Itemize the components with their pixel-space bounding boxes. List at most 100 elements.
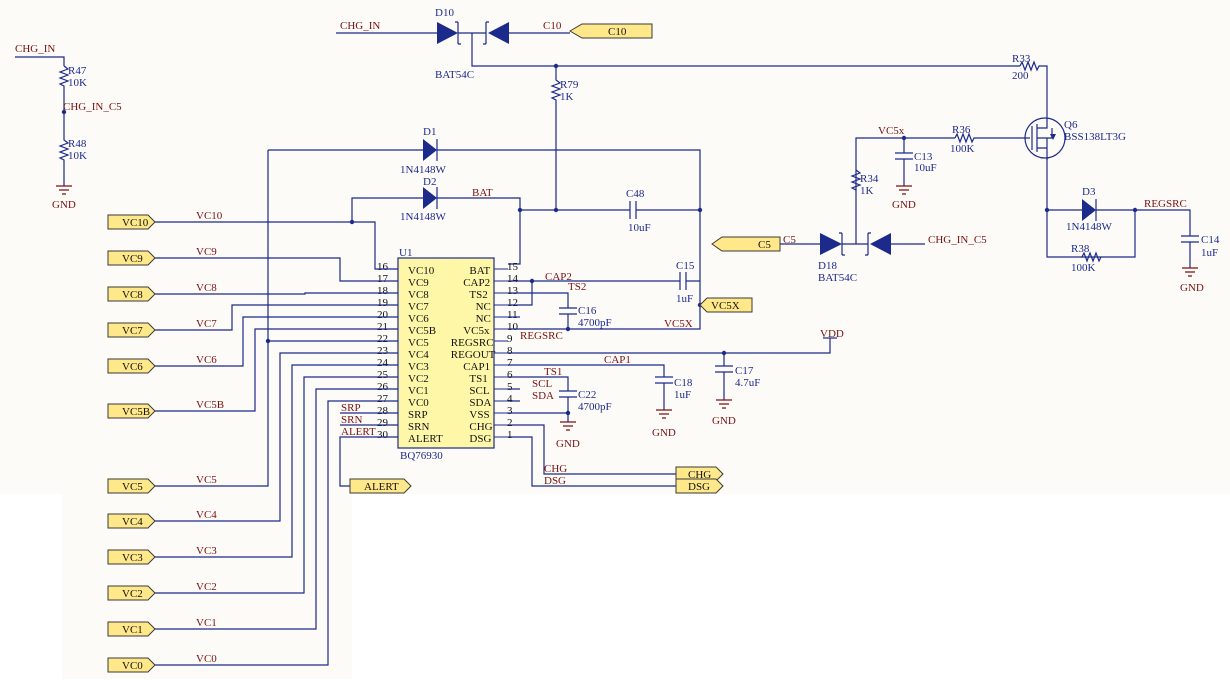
- ic-pin-name: ALERT: [408, 433, 443, 445]
- gnd-label-c17: GND: [712, 415, 736, 427]
- port-vc5[interactable]: VC5: [107, 478, 156, 494]
- ic-pin-name: CHG: [469, 421, 492, 433]
- c10-net-label: C10: [543, 20, 562, 32]
- gnd-symbol: [56, 185, 72, 195]
- ic-pin-number: 23: [377, 345, 389, 357]
- vc5b-net-label: VC5B: [196, 399, 224, 411]
- ic-pin-number: 24: [377, 357, 389, 369]
- c14-ref: C14: [1201, 234, 1220, 246]
- d3-ref: D3: [1082, 186, 1096, 198]
- ic-pin-name: TS2: [469, 289, 487, 301]
- chg-port[interactable]: CHG: [675, 466, 724, 482]
- vc10-net-label: VC10: [196, 210, 223, 222]
- chg-in-c5-net-label: CHG_IN_C5: [63, 101, 122, 113]
- scl-net-label: SCL: [532, 378, 552, 390]
- c5-port[interactable]: C5: [711, 236, 781, 252]
- bat-net-label: BAT: [472, 187, 493, 199]
- port-label: VC4: [122, 516, 143, 528]
- r79-resistor: R79 1K: [550, 63, 579, 210]
- ic-pin-number: 20: [377, 309, 389, 321]
- ic-pin-number: 28: [377, 405, 389, 417]
- ic-pin-name: VSS: [469, 409, 489, 421]
- ic-pin-number: 22: [377, 333, 388, 345]
- port-vc0[interactable]: VC0: [107, 657, 156, 673]
- c5-port-label: C5: [758, 239, 771, 251]
- ic-pin-number: 15: [507, 261, 519, 273]
- ic-pin-name: VC6: [408, 313, 429, 325]
- dsg-net-label: DSG: [544, 475, 566, 487]
- r38-ref: R38: [1071, 243, 1090, 255]
- ic-pin-name: SRN: [408, 421, 429, 433]
- vc5x-port[interactable]: VC5X: [699, 297, 753, 313]
- port-vc9[interactable]: VC9: [107, 250, 156, 266]
- c22-ref: C22: [578, 389, 596, 401]
- port-vc4[interactable]: VC4: [107, 513, 156, 529]
- ic-pin-number: 5: [507, 381, 513, 393]
- dsg-port[interactable]: DSG: [675, 478, 724, 494]
- q6-regsrc-circuit: VC5x C13 10uF GND R36 100K Q6 BSS138LT3G…: [780, 117, 1220, 294]
- cap1-net-label: CAP1: [604, 354, 631, 366]
- port-label: VC2: [122, 588, 143, 600]
- ic-pin-name: VC5B: [408, 325, 436, 337]
- r36-value: 100K: [950, 143, 975, 155]
- ic-pin-name: VC9: [408, 277, 429, 289]
- ic-pin-name: SRP: [408, 409, 428, 421]
- ic-pin-name: VC4: [408, 349, 429, 361]
- port-label: VC6: [122, 361, 143, 373]
- port-shape: [107, 549, 156, 565]
- c17-ref: C17: [735, 365, 754, 377]
- ic-pin-name: VC0: [408, 397, 429, 409]
- c16-value: 4700pF: [578, 317, 612, 329]
- ic-pin-name: SCL: [469, 385, 489, 397]
- port-vc5b[interactable]: VC5B: [107, 403, 156, 419]
- port-vc7[interactable]: VC7: [107, 322, 156, 338]
- chg-port-label: CHG: [688, 469, 711, 481]
- alert-port[interactable]: ALERT: [349, 478, 412, 494]
- port-vc8[interactable]: VC8: [107, 286, 156, 302]
- c10-port-label: C10: [608, 26, 627, 38]
- vc8-net-label: VC8: [196, 282, 217, 294]
- d10-diode-pair: CHG_IN D10 BAT54C C10 C10: [336, 7, 1020, 81]
- d3-part: 1N4148W: [1066, 221, 1112, 233]
- ic-right-pins: 15BAT14CAP213TS212NC11NC10VC5x9REGSRC8RE…: [451, 261, 519, 445]
- port-vc6[interactable]: VC6: [107, 358, 156, 374]
- port-shape: [107, 214, 156, 230]
- vc5-net-label: VC5: [196, 474, 217, 486]
- gnd-label-c13: GND: [892, 199, 916, 211]
- gnd-label-c14: GND: [1180, 282, 1204, 294]
- r48-value: 10K: [68, 150, 87, 162]
- ic-pin-name: VC1: [408, 385, 429, 397]
- port-shape: [107, 657, 156, 673]
- ic-pin-number: 29: [377, 417, 389, 429]
- srn-net-label: SRN: [341, 414, 362, 426]
- ic-pin-name: VC7: [408, 301, 429, 313]
- c10-port[interactable]: C10: [569, 23, 653, 39]
- dsg-port-label: DSG: [688, 481, 710, 493]
- ic-pin-number: 26: [377, 381, 389, 393]
- c15-ref: C15: [676, 260, 695, 272]
- vc1-net-label: VC1: [196, 617, 217, 629]
- port-shape: [107, 322, 156, 338]
- ic-pin-number: 3: [507, 405, 513, 417]
- port-vc1[interactable]: VC1: [107, 621, 156, 637]
- port-vc3[interactable]: VC3: [107, 549, 156, 565]
- r38-value: 100K: [1071, 262, 1096, 274]
- ic-pin-name: VC5: [408, 337, 429, 349]
- c16-ref: C16: [578, 305, 597, 317]
- port-vc10[interactable]: VC10: [107, 214, 156, 230]
- port-shape: [107, 250, 156, 266]
- port-vc2[interactable]: VC2: [107, 585, 156, 601]
- ic-pin-name: REGOUT: [451, 349, 496, 361]
- vdd-net-label: VDD: [820, 328, 844, 340]
- ic-pin-name: BAT: [469, 265, 490, 277]
- port-shape: [107, 286, 156, 302]
- ic-pin-number: 12: [507, 297, 518, 309]
- ic-pin-number: 25: [377, 369, 389, 381]
- left-net-labels: VC10 VC9 VC8 VC7 VC6 VC5B VC5 VC4 VC3 VC…: [196, 210, 376, 665]
- port-label: VC5: [122, 481, 143, 493]
- port-label: VC9: [122, 253, 143, 265]
- c13-ref: C13: [914, 151, 933, 163]
- chg-in-divider: CHG_IN R47 10K CHG_IN_C5 R48 10K GND: [15, 43, 122, 211]
